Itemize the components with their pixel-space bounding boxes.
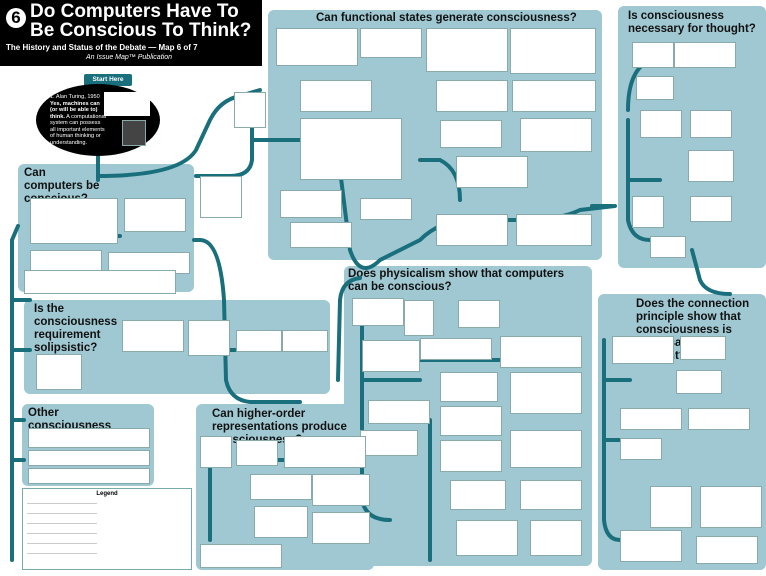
map-number-badge: 6 [6,8,26,28]
argument-box [30,198,118,244]
start-side-note [104,92,150,116]
argument-box [510,430,582,468]
argument-box [300,118,402,180]
legend-rule [27,513,97,514]
argument-box [612,336,674,364]
argument-box [696,536,758,564]
argument-box [688,408,750,430]
argument-box [28,428,150,448]
argument-box [620,438,662,460]
turing-portrait [122,120,146,146]
region-title-functional: Can functional states generate conscious… [316,12,577,24]
argument-box [510,372,582,414]
legend-rule [27,543,97,544]
argument-box [312,512,370,544]
argument-box [254,506,308,538]
argument-box [360,430,418,456]
argument-box [250,474,312,500]
argument-box [440,406,502,436]
argument-box [436,80,508,112]
legend-rule [27,553,97,554]
argument-box [284,436,366,468]
argument-box [650,486,692,528]
argument-box [632,196,664,228]
start-claim-rest: A computational system can possess all i… [50,113,106,146]
argument-box [360,28,422,58]
argument-box [312,474,370,506]
start-claim-text: 1. Alan Turing, 1950 Yes, machines can (… [50,94,106,146]
start-claim-number: 1. [50,94,55,100]
region-title-solipsistic: Is the consciousness requirement solipsi… [34,303,118,354]
argument-box [236,330,282,352]
argument-box [360,198,412,220]
argument-box [512,80,596,112]
argument-box [632,42,674,68]
argument-box [122,320,184,352]
argument-box [530,520,582,556]
argument-box [456,520,518,556]
argument-box [124,198,186,232]
argument-box [436,214,508,246]
argument-box [674,42,736,68]
region-title-necessary: Is consciousness necessary for thought? [628,10,756,35]
page-subtitle: The History and Status of the Debate — M… [6,43,198,52]
argument-box [440,440,502,472]
argument-box [690,196,732,222]
argument-box [36,354,82,390]
argument-box [520,118,592,152]
argument-box [290,222,352,248]
argument-box [690,110,732,138]
title-banner: 6 Do Computers Have To Be Conscious To T… [0,0,262,66]
start-claim-bold: Yes, machines can (or will be able to) t… [50,100,100,120]
argument-box [352,298,404,326]
argument-box [404,300,434,336]
argument-box [188,320,230,356]
argument-box [282,330,328,352]
legend-rule [27,533,97,534]
argument-box [236,440,278,466]
argument-box [234,92,266,128]
argument-box [650,236,686,258]
legend-box: Legend [22,488,192,570]
argument-box [200,544,282,568]
start-claim-author: Alan Turing, 1950 [55,94,100,100]
legend-rule [27,503,97,504]
argument-box [680,336,726,360]
argument-box [426,28,508,72]
start-here-label: Start Here [84,74,132,86]
argument-box [456,156,528,188]
argument-box [676,370,722,394]
region-title-physicalism: Does physicalism show that computers can… [348,268,565,293]
page-title-line1: Do Computers Have To [30,1,239,22]
argument-box [28,450,150,466]
argument-box [450,480,506,510]
argument-box [28,468,150,484]
argument-box [620,408,682,430]
argument-box [280,190,342,218]
argument-box [500,336,582,368]
argument-box [620,530,682,562]
argument-box [200,176,242,218]
argument-box [520,480,582,510]
argument-box [440,372,498,402]
argument-box [276,28,358,66]
argument-box [516,214,592,246]
argument-box [24,270,176,294]
argument-box [458,300,500,328]
argument-box [362,340,420,372]
argument-box [440,120,502,148]
argument-box [510,28,596,74]
argument-box [420,338,492,360]
page-title-line2: Be Conscious To Think? [30,20,252,41]
publication-label: An Issue Map™ Publication [86,54,172,61]
legend-title: Legend [96,491,118,497]
argument-box [700,486,762,528]
argument-box [688,150,734,182]
argument-box [368,400,430,424]
argument-box [300,80,372,112]
argument-box [636,76,674,100]
argument-box [640,110,682,138]
legend-rule [27,523,97,524]
argument-box [200,436,232,468]
